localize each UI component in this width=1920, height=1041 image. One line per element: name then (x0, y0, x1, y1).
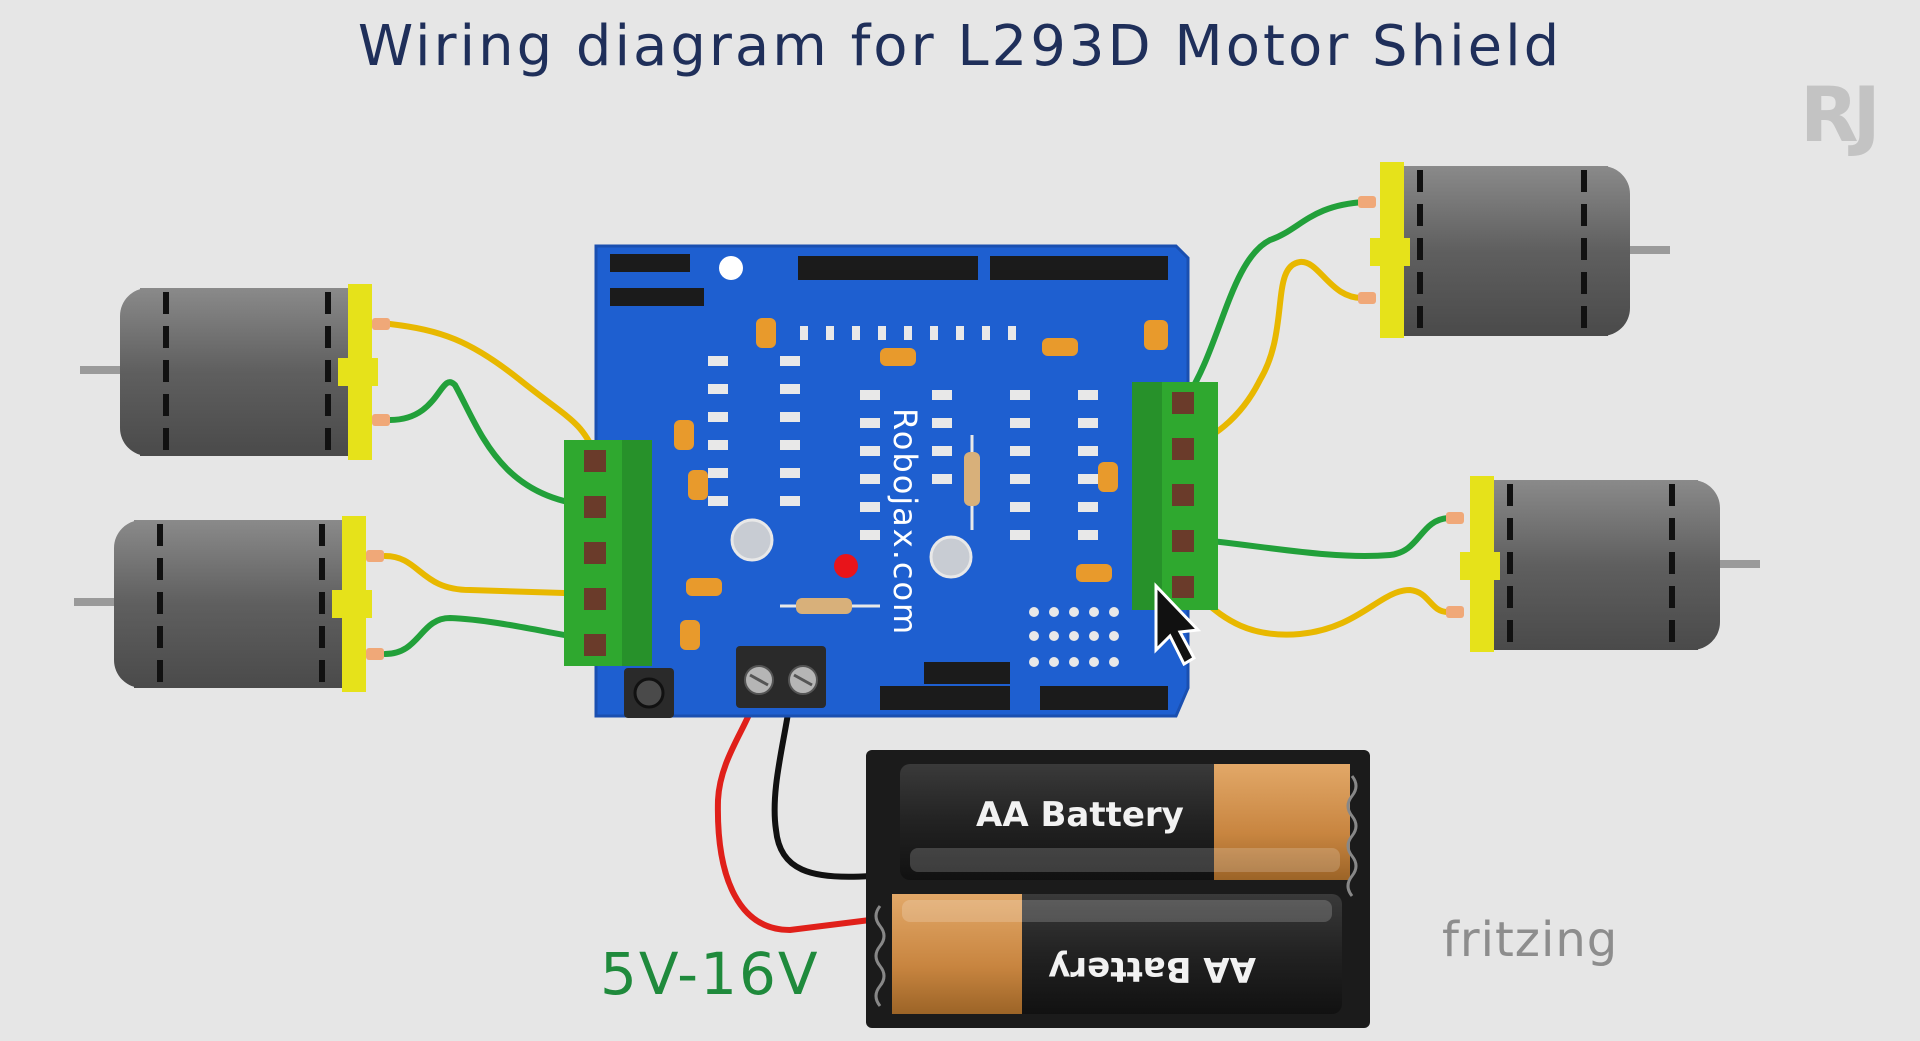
mouse-cursor-icon (1154, 582, 1202, 667)
wire-motor3-green (1182, 199, 1368, 403)
battery-label-bottom: AA Battery (1048, 949, 1256, 989)
dc-motor-icon (1358, 162, 1670, 338)
wire-power-red (714, 697, 873, 934)
fritzing-watermark: fritzing (1442, 912, 1619, 968)
resistor (964, 435, 980, 530)
capacitor (730, 518, 774, 562)
capacitor (929, 535, 973, 579)
board-silkscreen: Robojax.com (886, 408, 924, 636)
icsp-header (610, 254, 704, 306)
analog-header (880, 662, 1168, 710)
mounting-hole (719, 256, 743, 280)
wire-motor4-yellow (1180, 583, 1451, 638)
reset-button-icon[interactable] (624, 668, 674, 718)
battery-label-top: AA Battery (976, 795, 1184, 835)
dc-motor-icon (1446, 476, 1760, 652)
power-led (834, 554, 858, 578)
battery-holder-icon: AA Battery AA Battery (866, 750, 1370, 1028)
resistor (780, 598, 880, 614)
voltage-label: 5V-16V (600, 940, 820, 1008)
diagram-title: Wiring diagram for L293D Motor Shield (357, 14, 1563, 79)
dc-motor-icon (80, 284, 390, 460)
wire-motor1-yellow (387, 321, 599, 458)
power-screw-terminal (736, 646, 826, 708)
robojax-logo: RJ (1800, 70, 1881, 159)
wire-power-black (771, 697, 873, 880)
wire-motor4-green (1180, 515, 1451, 559)
dc-motor-icon (74, 516, 384, 692)
wire-motor2-yellow (382, 553, 599, 597)
right-motor-terminal-block (1132, 382, 1218, 610)
digital-header (798, 256, 1168, 280)
wire-motor1-green (387, 379, 599, 509)
wire-motor3-yellow (1182, 259, 1368, 451)
l293d-shield-board: Robojax.com (564, 244, 1218, 718)
wire-motor2-green (382, 614, 599, 657)
left-motor-terminal-block (564, 440, 652, 666)
wire-group (382, 199, 1451, 934)
